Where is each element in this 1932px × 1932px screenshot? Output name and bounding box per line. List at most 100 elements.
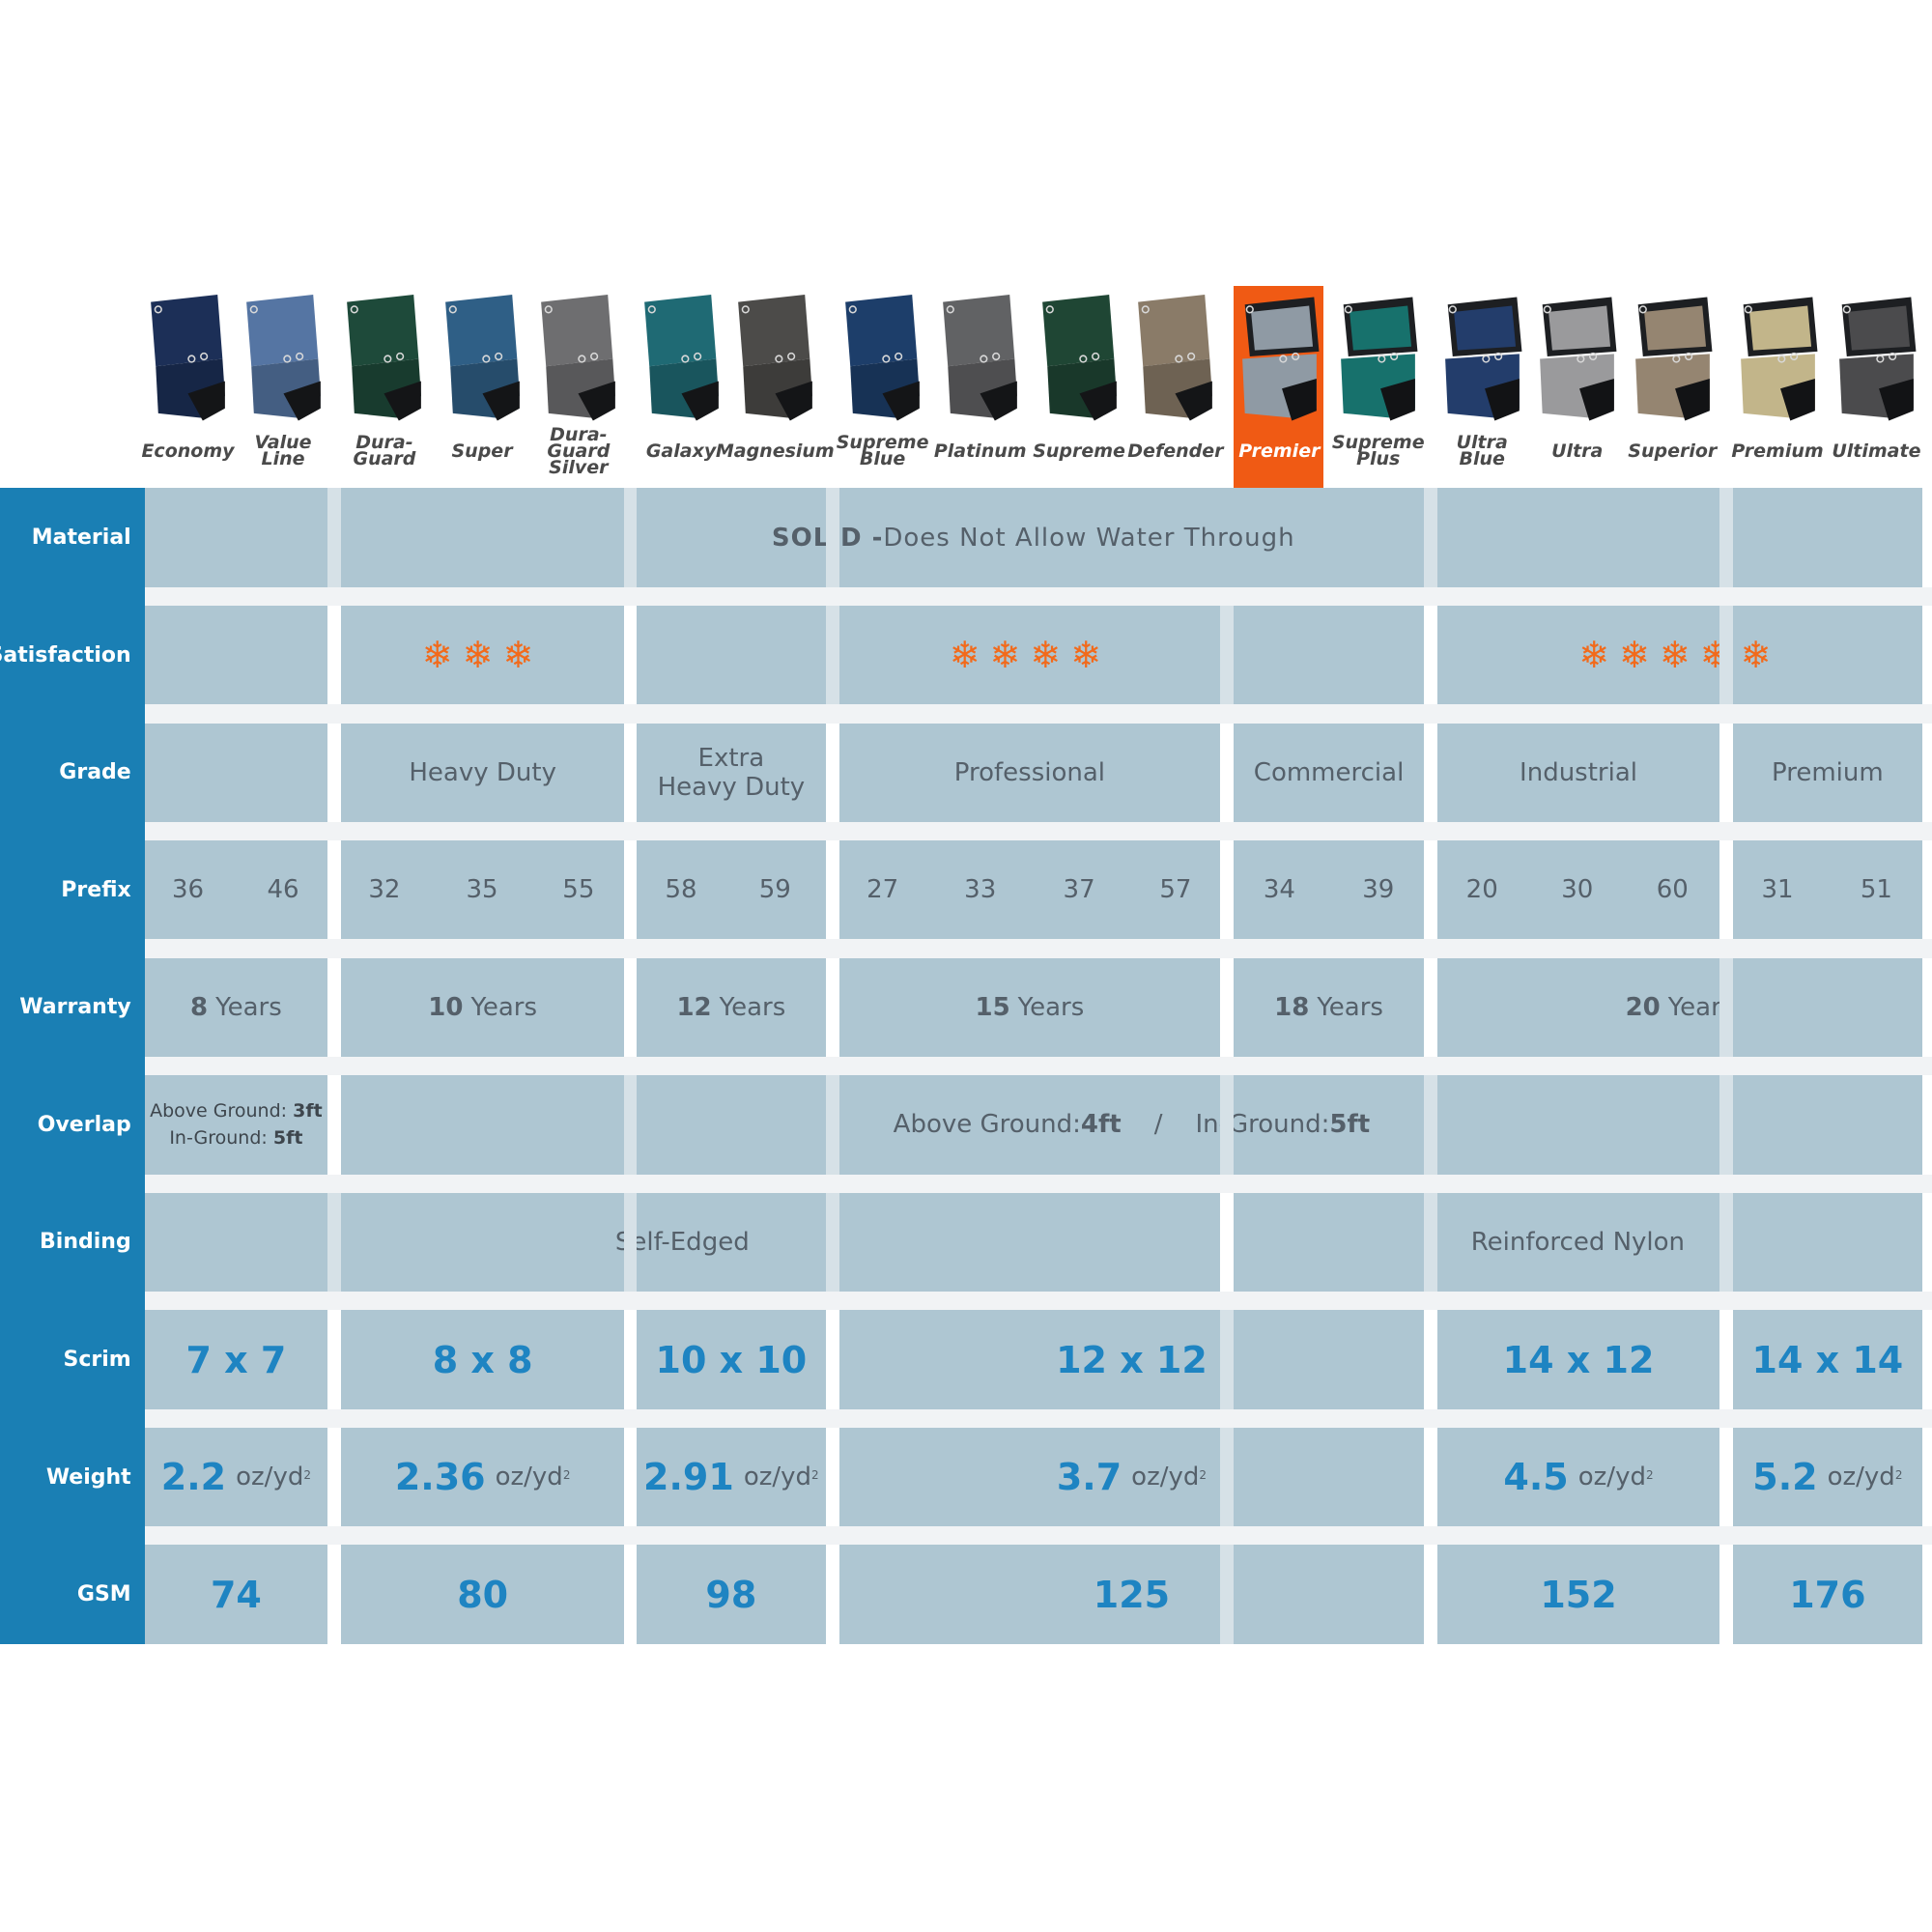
satisfaction-cell: ❄❄❄ (341, 605, 625, 705)
warranty-years-number: 18 (1274, 992, 1310, 1022)
snowflake-rating-icon: ❄❄❄❄ (949, 634, 1112, 677)
weight-unit-text: oz/yd (495, 1463, 563, 1492)
product-name: Dura-Guard (353, 432, 416, 470)
weight-unit-exponent: 2 (1199, 1468, 1208, 1483)
row-label-material: Material (31, 526, 131, 551)
weight-unit: oz/yd2 (1131, 1463, 1207, 1491)
row-gap (0, 1408, 1932, 1428)
weight-number: 4.5 (1503, 1456, 1569, 1499)
prefix-value: 36 (171, 875, 205, 905)
row-label-gsm: GSM (76, 1582, 131, 1607)
grade-value: Industrial (1520, 757, 1637, 787)
row-label-column (0, 488, 145, 1644)
product-name: Ultimate (1832, 440, 1921, 462)
binding-value: Reinforced Nylon (1470, 1227, 1686, 1257)
cell-seam (1719, 1075, 1733, 1175)
gsm-cell: 80 (341, 1545, 625, 1644)
product-name: Ultra Blue (1456, 432, 1508, 470)
prefix-value: 59 (758, 875, 791, 905)
weight-unit: oz/yd2 (1828, 1463, 1903, 1491)
prefix-group-cell (838, 840, 1220, 940)
gsm-value: 152 (1540, 1573, 1617, 1616)
row-gap (0, 704, 1932, 724)
cell-seam (1219, 605, 1235, 705)
gsm-value: 80 (457, 1573, 509, 1616)
prefix-value: 27 (867, 875, 899, 905)
row-label-grade: Grade (59, 760, 131, 785)
overlap-value: 5ft (272, 1127, 303, 1150)
cell-seam (1719, 1192, 1733, 1293)
overlap-label: Above Ground: (150, 1100, 294, 1122)
cell-seam (1219, 1075, 1235, 1175)
grade-cell: Premium (1732, 723, 1922, 822)
satisfaction-cell (144, 605, 328, 705)
cell-seam (1219, 1545, 1235, 1644)
prefix-value: 60 (1656, 875, 1689, 905)
material-text: Does Not Allow Water Through (883, 523, 1295, 553)
prefix-value: 37 (1063, 875, 1095, 905)
warranty-years-number: 12 (676, 992, 712, 1022)
warranty-years-unit: Years (1317, 992, 1383, 1022)
product-name: Supreme (1033, 440, 1125, 462)
overlap-cell: Above Ground: 4ft/In-Ground: 5ft (341, 1075, 1922, 1175)
row-label-weight: Weight (45, 1464, 131, 1490)
weight-cell: 5.2 oz/yd2 (1732, 1427, 1922, 1527)
row-label-scrim: Scrim (63, 1348, 131, 1373)
scrim-value: 14 x 14 (1751, 1338, 1904, 1381)
weight-number: 2.2 (160, 1456, 227, 1499)
weight-number: 5.2 (1752, 1456, 1818, 1499)
grade-cell: Heavy Duty (341, 723, 625, 822)
weight-unit-text: oz/yd (236, 1463, 304, 1492)
cover-swatch-superior (1631, 295, 1715, 423)
overlap-label: In-Ground: (169, 1127, 273, 1150)
prefix-value: 34 (1263, 875, 1295, 905)
cover-swatch-premier (1237, 295, 1321, 423)
gsm-cell: 176 (1732, 1545, 1922, 1644)
row-label-binding: Binding (40, 1230, 131, 1255)
cell-seam (1719, 488, 1733, 587)
gsm-cell: 98 (636, 1545, 826, 1644)
prefix-group-cell (1437, 840, 1719, 940)
weight-unit-exponent: 2 (562, 1468, 571, 1483)
overlap-label: Above Ground: (893, 1110, 1081, 1140)
weight-unit-exponent: 2 (303, 1468, 311, 1483)
grade-value: Commercial (1253, 757, 1405, 787)
weight-cell: 2.36 oz/yd2 (341, 1427, 625, 1527)
product-name: Superior (1628, 440, 1718, 462)
cover-swatch-galaxy (639, 294, 724, 423)
gsm-value: 74 (210, 1573, 262, 1616)
row-gap (0, 1526, 1932, 1546)
grade-cell (144, 723, 328, 822)
row-gap (0, 1174, 1932, 1193)
warranty-years-number: 8 (190, 992, 209, 1022)
weight-unit: oz/yd2 (1578, 1463, 1654, 1491)
weight-unit-exponent: 2 (811, 1468, 819, 1483)
product-name: Super (451, 440, 513, 462)
product-name: Galaxy (645, 440, 717, 462)
grade-cell: Professional (838, 723, 1220, 822)
cell-seam (825, 605, 839, 705)
product-name: Economy (141, 440, 235, 462)
warranty-years-unit: Years (215, 992, 282, 1022)
cell-seam (1424, 488, 1438, 587)
prefix-value: 20 (1465, 875, 1498, 905)
product-name: Defender (1127, 440, 1224, 462)
weight-cell: 4.5 oz/yd2 (1437, 1427, 1719, 1527)
row-gap (0, 586, 1932, 606)
scrim-value: 12 x 12 (1056, 1338, 1208, 1381)
binding-cell: Reinforced Nylon (1234, 1192, 1922, 1293)
weight-number: 2.36 (394, 1456, 486, 1499)
scrim-value: 14 x 12 (1502, 1338, 1655, 1381)
product-name: Premier (1238, 440, 1321, 462)
prefix-value: 31 (1761, 875, 1794, 905)
cell-seam (1719, 605, 1733, 705)
warranty-years-number: 15 (975, 992, 1010, 1022)
grade-cell: Commercial (1234, 723, 1425, 822)
prefix-value: 46 (267, 875, 299, 905)
